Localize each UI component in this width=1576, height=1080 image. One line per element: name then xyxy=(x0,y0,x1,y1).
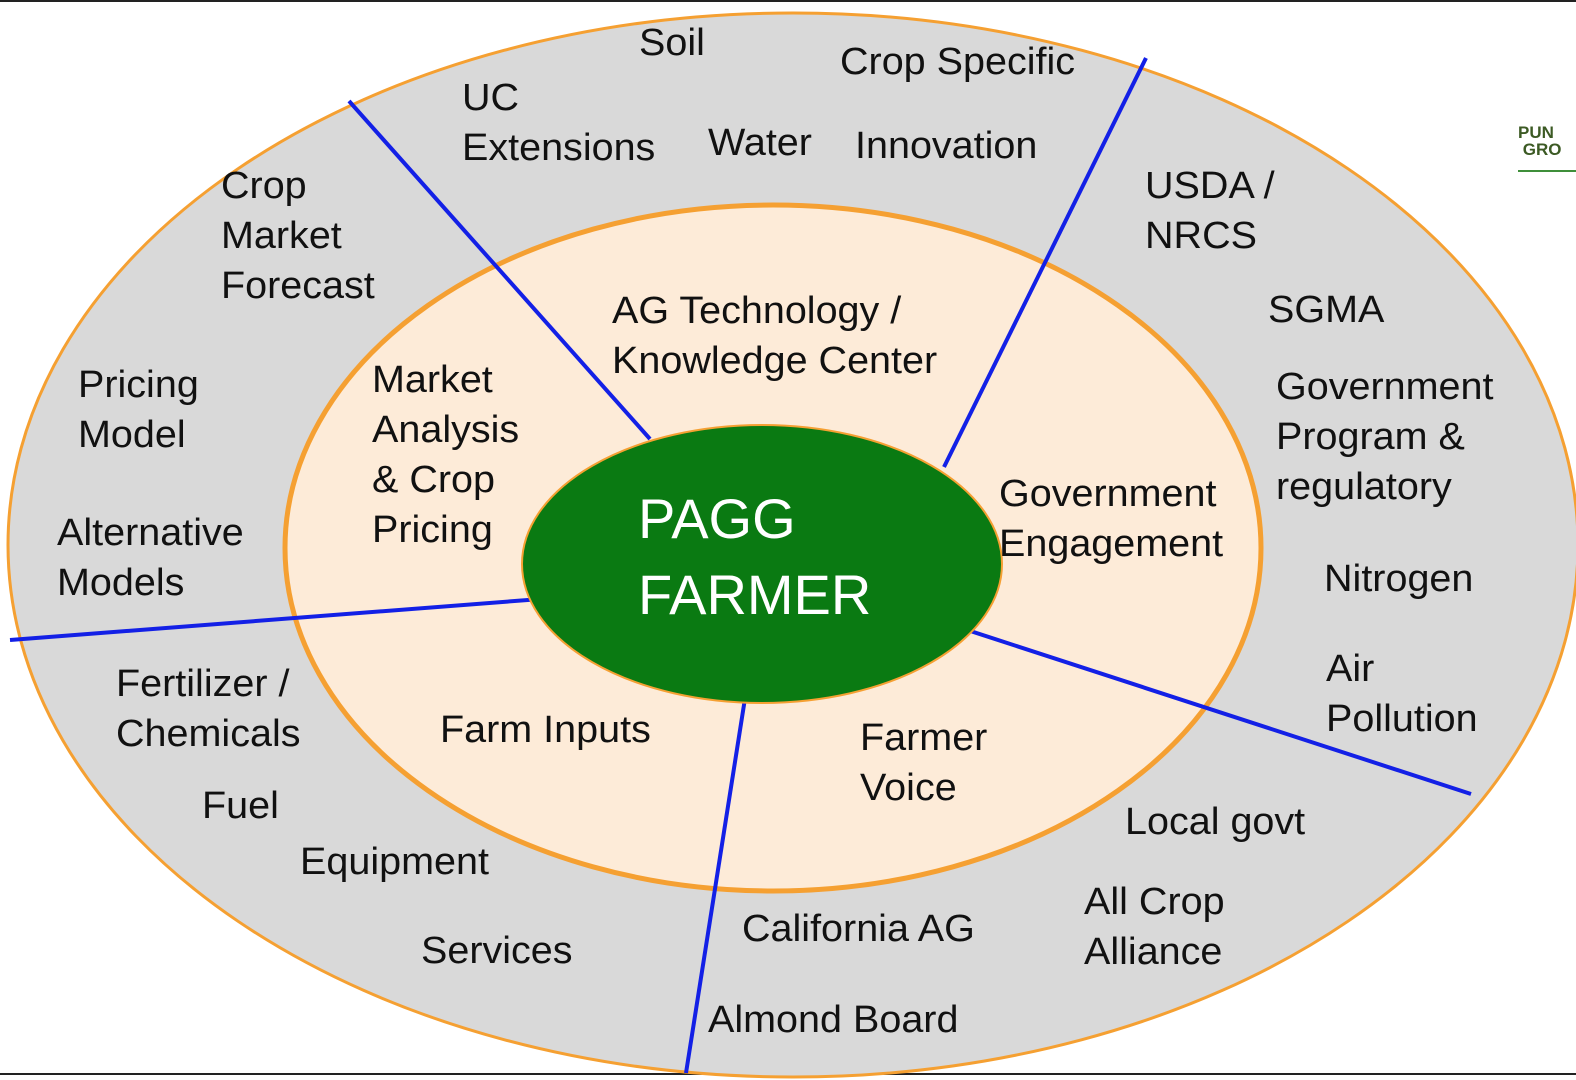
center-label-line2: FARMER xyxy=(638,563,872,626)
sector-label-government-engagement: Government Engagement xyxy=(999,473,1224,565)
outer-label-california-ag: California AG xyxy=(742,908,975,950)
outer-label-crop-specific: Crop Specific xyxy=(840,41,1076,83)
outer-label-sgma: SGMA xyxy=(1268,289,1385,331)
outer-label-usda-nrcs: USDA / NRCS xyxy=(1145,165,1275,257)
divider-line-top-right xyxy=(942,57,1148,468)
divider-line-left xyxy=(9,597,542,642)
logo-underline xyxy=(1518,170,1576,172)
outer-label-government-program: Government Program & regulatory xyxy=(1276,366,1494,508)
outer-label-crop-market-forecast: Crop Market Forecast xyxy=(221,165,375,307)
outer-label-almond-board: Almond Board xyxy=(708,999,959,1041)
company-logo: PUN GRO xyxy=(1518,124,1576,172)
outer-label-water: Water xyxy=(708,122,812,164)
divider-line-top-left xyxy=(347,99,652,441)
outer-label-local-govt: Local govt xyxy=(1125,801,1306,843)
outer-label-equipment: Equipment xyxy=(300,841,489,883)
sector-label-market-analysis: Market Analysis & Crop Pricing xyxy=(372,359,520,551)
sector-label-farm-inputs: Farm Inputs xyxy=(440,709,651,751)
outer-label-services: Services xyxy=(421,930,573,972)
outer-label-uc-extensions: UC Extensions xyxy=(462,77,656,169)
logo-text: PUN GRO xyxy=(1518,124,1562,159)
sector-dividers xyxy=(9,57,1472,1074)
outer-label-all-crop-alliance: All Crop Alliance xyxy=(1084,881,1225,973)
outer-label-air-pollution: Air Pollution xyxy=(1326,648,1478,740)
sector-label-ag-technology: AG Technology / Knowledge Center xyxy=(612,290,938,382)
center-label-line1: PAGG xyxy=(638,487,796,550)
outer-label-fertilizer-chemicals: Fertilizer / Chemicals xyxy=(116,663,301,755)
sector-label-farmer-voice: Farmer Voice xyxy=(860,717,988,809)
center-oval xyxy=(521,424,1003,704)
outer-label-fuel: Fuel xyxy=(202,785,279,827)
outer-label-innovation: Innovation xyxy=(855,125,1038,167)
outer-label-alternative-models: Alternative Models xyxy=(57,512,244,604)
top-border xyxy=(0,0,1576,2)
outer-label-nitrogen: Nitrogen xyxy=(1324,558,1474,600)
divider-line-right xyxy=(954,624,1472,796)
outer-label-pricing-model: Pricing Model xyxy=(78,364,199,456)
outer-label-soil: Soil xyxy=(639,22,705,64)
divider-line-bottom xyxy=(684,672,751,1074)
